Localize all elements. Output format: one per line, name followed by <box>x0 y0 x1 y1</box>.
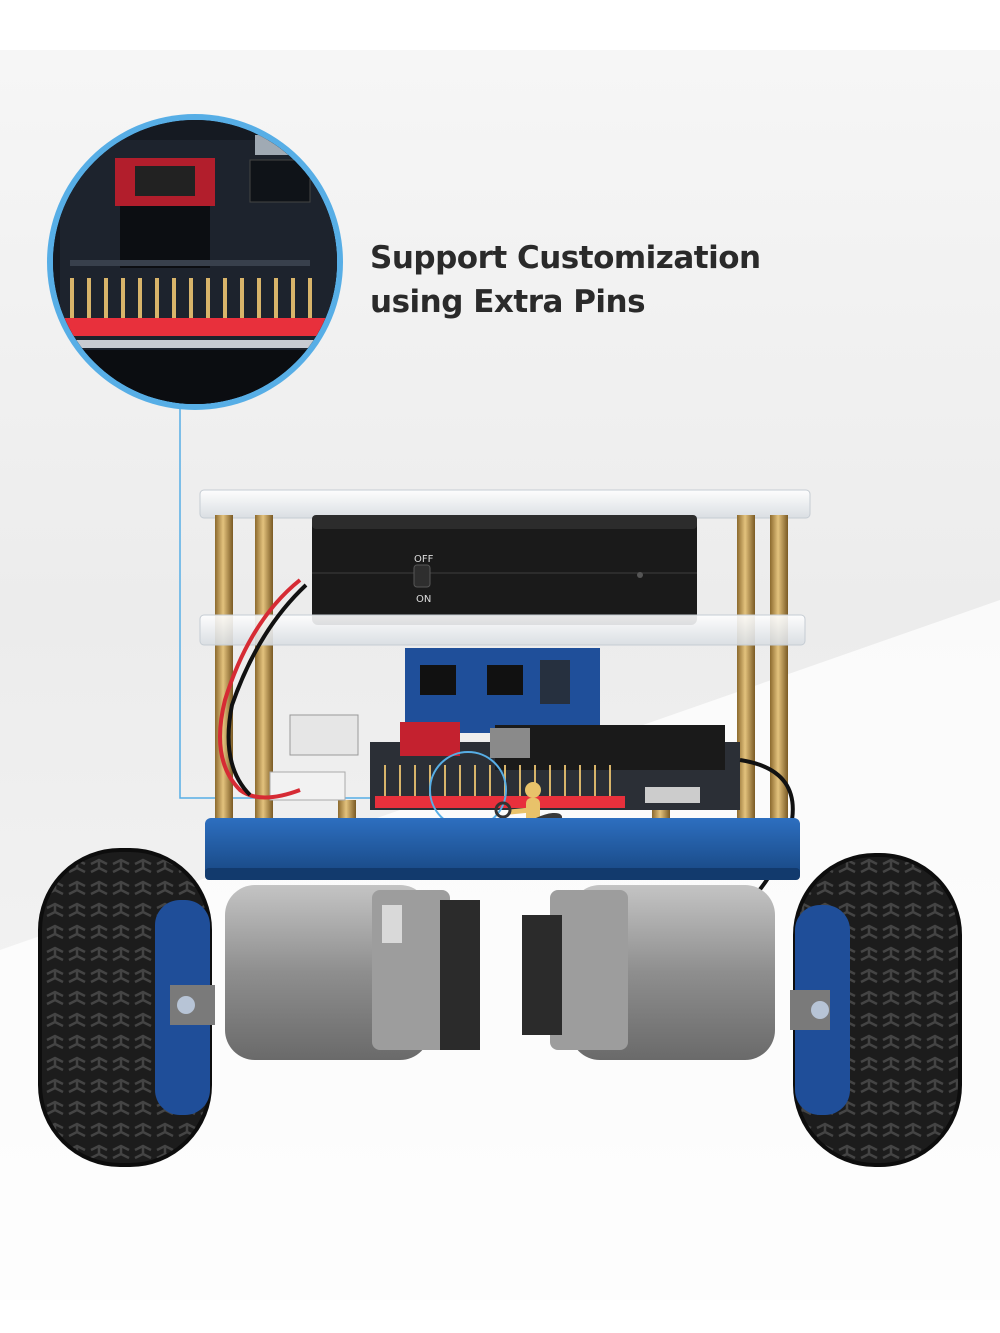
motor-driver-board <box>405 648 600 733</box>
battery-switch-on-label: ON <box>416 594 431 605</box>
left-motor <box>225 885 480 1060</box>
middle-acrylic-plate <box>199 614 806 646</box>
zoom-inset <box>47 114 343 410</box>
left-wheel <box>38 848 215 1167</box>
callout-line-1: Support Customization <box>370 240 761 276</box>
power-wire-black <box>226 583 308 797</box>
battery-box <box>312 515 697 625</box>
battery-switch-off-label: OFF <box>414 554 434 565</box>
top-acrylic-plate <box>199 489 811 519</box>
extra-header-pins <box>375 765 625 808</box>
callout-line-2: using Extra Pins <box>370 284 646 320</box>
right-wheel <box>790 853 962 1167</box>
right-motor <box>522 885 775 1060</box>
blue-chassis <box>205 818 800 880</box>
zoom-header-pins <box>60 278 337 348</box>
brass-standoffs <box>215 515 788 865</box>
callout-leader-line <box>179 404 430 799</box>
callout-headline: Support Customization using Extra Pins <box>370 236 800 324</box>
power-wire-red <box>218 578 302 800</box>
